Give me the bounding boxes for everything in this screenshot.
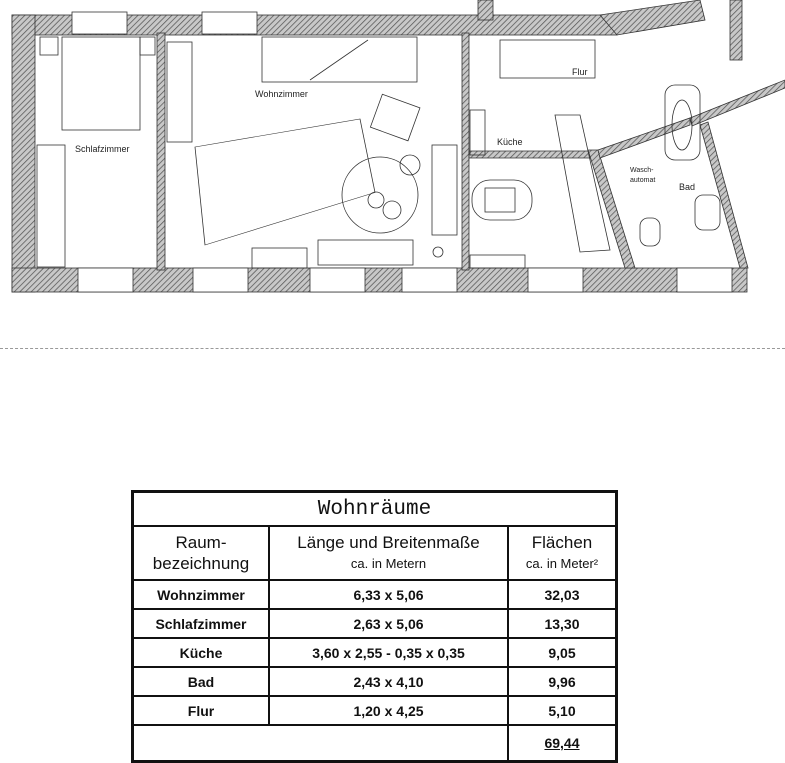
appliance-label: Wasch- <box>630 167 654 174</box>
total-row: 69,44 <box>131 724 618 763</box>
floor-plan: Wohnzimmer Schlafzimmer Flur Küche Bad W… <box>11 0 785 293</box>
room-label-flur: Flur <box>572 67 588 77</box>
divider <box>0 348 785 349</box>
room-label-bad: Bad <box>679 182 695 192</box>
room-label-schlafzimmer: Schlafzimmer <box>75 144 130 154</box>
furniture <box>36 36 721 269</box>
room-area-table: Wohnräume Raum-bezeichnung Länge und Bre… <box>131 490 618 763</box>
total-area: 69,44 <box>507 724 618 763</box>
appliance-label: automat <box>630 177 655 184</box>
table-title: Wohnräume <box>131 490 618 527</box>
header-room: Raum-bezeichnung <box>131 525 270 581</box>
room-label-wohnzimmer: Wohnzimmer <box>255 89 308 99</box>
room-label-kueche: Küche <box>497 137 523 147</box>
windows <box>71 11 733 293</box>
walls <box>11 0 785 293</box>
